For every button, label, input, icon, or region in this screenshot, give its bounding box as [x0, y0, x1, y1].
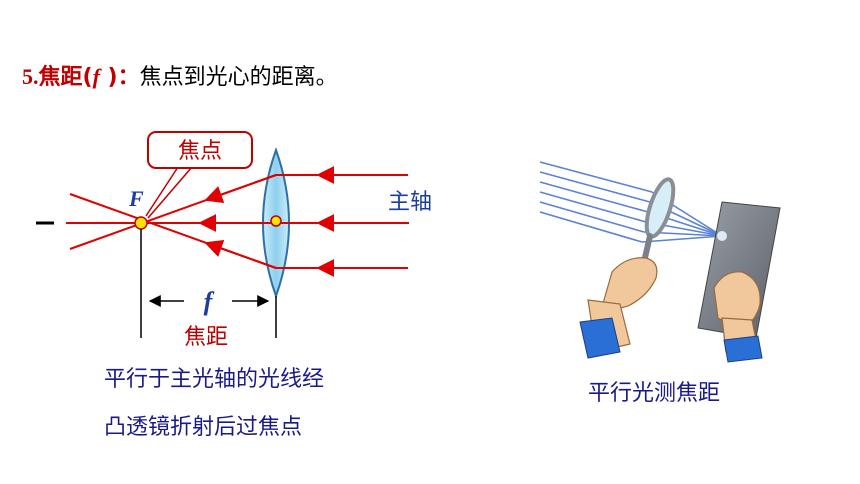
principal-axis-label: 主轴 [388, 190, 432, 215]
heading-definition: 焦点到光心的距离。 [139, 65, 338, 90]
incident-rays [276, 166, 408, 277]
refracted-rays [66, 174, 277, 269]
photo-caption: 平行光测焦距 [588, 381, 721, 406]
focus-symbol: F [128, 186, 144, 211]
section-heading: 5.焦距(f )：焦点到光心的距离。 [22, 62, 338, 93]
heading-close: )： [99, 65, 140, 90]
optical-center-point [270, 215, 282, 227]
heading-number: 5. [22, 64, 39, 89]
focus-callout: 焦点 [145, 131, 253, 219]
focal-length-label: 焦距 [184, 325, 228, 350]
focal-length-measurement-illustration [539, 161, 781, 363]
focal-symbol: f [204, 287, 215, 316]
heading-term: 焦距( [38, 65, 93, 90]
focus-point [134, 216, 148, 230]
focus-callout-label: 焦点 [178, 139, 222, 164]
rule-caption-line-1: 平行于主光轴的光线经 [104, 367, 325, 392]
rule-caption-line-2: 凸透镜折射后过焦点 [104, 415, 303, 440]
focal-length-dimension: f 焦距 [140, 229, 270, 350]
heading-symbol: f [92, 64, 100, 89]
